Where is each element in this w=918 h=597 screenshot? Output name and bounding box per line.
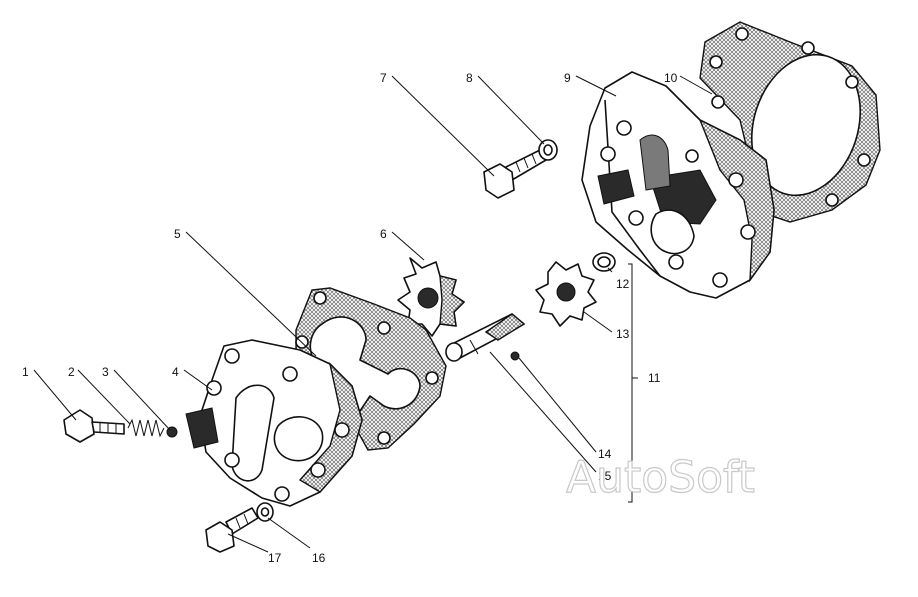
watermark-text: AutoSoft [566,452,755,503]
part-6-drive-gear [397,257,466,337]
callout-9: 9 [564,71,571,85]
part-10-gasket [699,21,881,223]
part-14-ball [510,351,520,361]
callout-13: 13 [616,327,630,341]
part-16-washer [256,502,274,522]
callout-14: 14 [598,447,612,461]
part-15-drive-shaft [445,313,526,362]
callout-17: 17 [268,551,282,565]
callout-8: 8 [466,71,473,85]
callout-12: 12 [616,277,630,291]
part-2-spring [127,418,165,438]
callout-6: 6 [380,227,387,241]
callout-5: 5 [174,227,181,241]
leader-lines [33,75,713,553]
callout-11: 11 [648,371,661,385]
callout-3: 3 [102,365,109,379]
callout-10: 10 [664,71,678,85]
part-9-pump-housing [581,71,775,299]
callout-7: 7 [380,71,387,85]
part-1-plug-screw [63,409,125,443]
part-17-bolt [205,507,259,553]
part-7-bolt [483,149,547,199]
callout-16: 16 [312,551,326,565]
callout-15: 15 [598,469,612,483]
part-12-snap-ring [592,252,616,272]
part-13-driven-gear [535,261,597,327]
callout-labels: 1 2 3 4 5 6 7 8 9 10 11 12 13 14 15 16 1… [22,71,678,565]
callout-4: 4 [172,365,179,379]
part-4-pump-cover [185,339,363,507]
part-8-washer [538,139,558,161]
callout-2: 2 [68,365,75,379]
callout-1: 1 [22,365,29,379]
